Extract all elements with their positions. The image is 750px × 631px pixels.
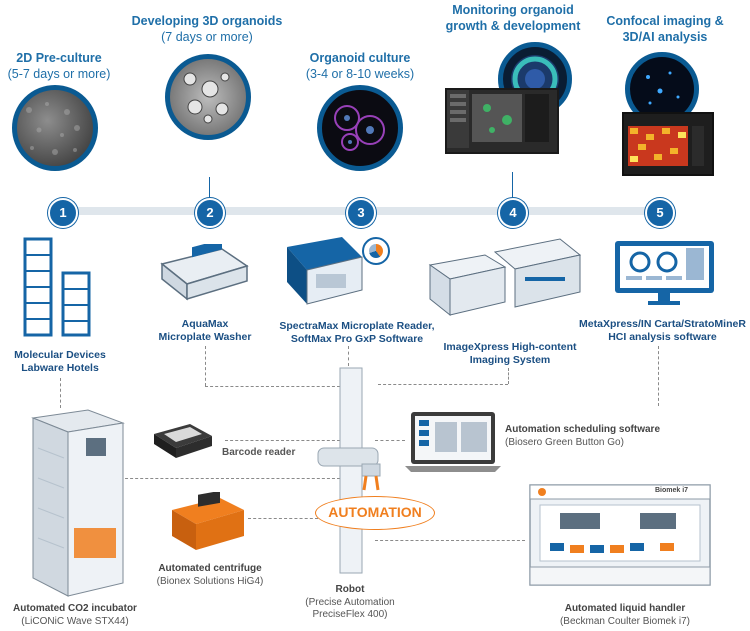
stage-1-title: 2D Pre-culture (5-7 days or more) <box>0 50 118 82</box>
stage-1-title-text: 2D Pre-culture <box>16 51 102 65</box>
washer-label-line1: AquaMax <box>181 318 229 330</box>
analysis-software-icon <box>615 241 714 305</box>
software-label-line2: HCI analysis software <box>608 331 717 343</box>
step-4-marker: 4 <box>498 198 528 228</box>
washer-label-line2: Microplate Washer <box>158 331 252 343</box>
centrifuge-label: Automated centrifuge (Bionex Solutions H… <box>145 563 275 588</box>
incubator-sub: (LiCONiC Wave STX44) <box>21 615 129 627</box>
scheduler-sub: (Biosero Green Button Go) <box>505 436 624 448</box>
stage-2-title: Developing 3D organoids (7 days or more) <box>122 13 292 45</box>
stage-2-subtitle: (7 days or more) <box>161 30 253 44</box>
imager-label-line2: Imaging System <box>469 354 551 366</box>
handler-sub: (Beckman Coulter Biomek i7) <box>559 615 691 627</box>
robot-label: Robot (Precise Automation PreciseFlex 40… <box>290 584 410 622</box>
handler-label: Automated liquid handler (Beckman Coulte… <box>540 603 710 628</box>
connector-imager <box>508 368 509 384</box>
preculture-texture <box>26 102 80 155</box>
connector-hotels <box>60 378 61 408</box>
imaging-system-icon <box>428 238 582 317</box>
stage-4-title-line2: growth & development <box>445 19 581 33</box>
connector-imager-h <box>378 384 508 385</box>
centrifuge-icon <box>172 492 244 550</box>
stage-4-title: Monitoring organoid growth & development <box>438 2 588 34</box>
step-5-marker: 5 <box>645 198 675 228</box>
stage-3-subtitle: (3-4 or 8-10 weeks) <box>305 67 415 81</box>
connector-4 <box>512 172 513 202</box>
hotels-label-line1: Molecular Devices <box>14 349 106 361</box>
labware-hotels-icon <box>23 237 91 337</box>
robot-sub2: PreciseFlex 400) <box>312 609 388 620</box>
robot-title: Robot <box>335 584 365 595</box>
stage-4-title-line1: Monitoring organoid <box>452 3 574 17</box>
liquid-handler-icon <box>529 484 711 586</box>
scheduling-laptop-icon <box>405 412 501 472</box>
scheduler-label: Automation scheduling software (Biosero … <box>505 424 685 449</box>
connector-washer <box>205 346 206 386</box>
barcode-reader-icon <box>154 424 212 458</box>
automation-label: AUTOMATION <box>328 504 422 520</box>
connector-washer-h <box>205 386 340 387</box>
confocal-dots <box>646 71 680 105</box>
stage-3-title-text: Organoid culture <box>309 51 411 65</box>
centrifuge-title: Automated centrifuge <box>158 563 262 574</box>
monitoring-screen <box>445 88 559 154</box>
analysis-screen <box>622 112 714 176</box>
heatmap <box>628 126 704 166</box>
stage-1-subtitle: (5-7 days or more) <box>7 67 111 81</box>
connector-barcode <box>225 440 340 441</box>
reader-badge-icon <box>362 237 390 265</box>
hotels-label-line2: Labware Hotels <box>21 362 99 374</box>
imager-label: ImageXpress High-content Imaging System <box>425 341 595 367</box>
microplate-washer-icon <box>160 244 249 301</box>
handler-brand: Biomek i7 <box>655 487 689 494</box>
barcode-label: Barcode reader <box>222 447 296 458</box>
handler-title: Automated liquid handler <box>564 603 686 614</box>
stage-2-title-text: Developing 3D organoids <box>131 14 283 28</box>
software-label-line1: MetaXpress/IN Carta/StratoMineR <box>579 318 746 330</box>
reader-label: SpectraMax Microplate Reader, SoftMax Pr… <box>262 320 452 346</box>
incubator-label: Automated CO2 incubator (LiCONiC Wave ST… <box>0 603 150 628</box>
organoid-fluorescence <box>334 105 385 151</box>
software-label: MetaXpress/IN Carta/StratoMineR HCI anal… <box>575 318 750 344</box>
step-3-marker: 3 <box>346 198 376 228</box>
monitoring-screen-content <box>447 90 549 148</box>
connector-reader <box>348 346 349 366</box>
preculture-microscopy-image <box>12 85 98 171</box>
reader-label-line1: SpectraMax Microplate Reader, <box>279 320 435 332</box>
incubator-title: Automated CO2 incubator <box>13 603 137 614</box>
scheduler-title: Automation scheduling software <box>505 424 661 435</box>
co2-incubator-icon <box>31 409 125 597</box>
robot-sub1: (Precise Automation <box>305 596 395 608</box>
stage-3-title: Organoid culture (3-4 or 8-10 weeks) <box>285 50 435 82</box>
step-1-marker: 1 <box>48 198 78 228</box>
step-2-marker: 2 <box>195 198 225 228</box>
organoid-culture-image <box>317 85 403 171</box>
robot-arm-icon <box>317 367 381 574</box>
microplate-reader-icon <box>287 237 363 305</box>
connector-2 <box>209 177 210 207</box>
washer-label: AquaMax Microplate Washer <box>140 318 270 344</box>
stage-5-title: Confocal imaging & 3D/AI analysis <box>600 13 730 45</box>
connector-laptop <box>375 440 405 441</box>
connector-handler <box>375 540 525 541</box>
organoid-spheres <box>183 72 230 124</box>
stage-5-title-line1: Confocal imaging & <box>606 14 724 28</box>
connector-software <box>658 346 659 406</box>
stage-5-title-line2: 3D/AI analysis <box>622 30 708 44</box>
imager-label-line1: ImageXpress High-content <box>443 341 577 353</box>
organoid-development-image <box>165 54 251 140</box>
centrifuge-sub: (Bionex Solutions HiG4) <box>156 575 264 587</box>
automation-badge <box>315 496 435 530</box>
reader-label-line2: SoftMax Pro GxP Software <box>290 333 424 345</box>
connector-centrifuge <box>248 518 318 519</box>
connector-incubator <box>120 478 340 479</box>
hotels-label: Molecular Devices Labware Hotels <box>0 349 120 375</box>
